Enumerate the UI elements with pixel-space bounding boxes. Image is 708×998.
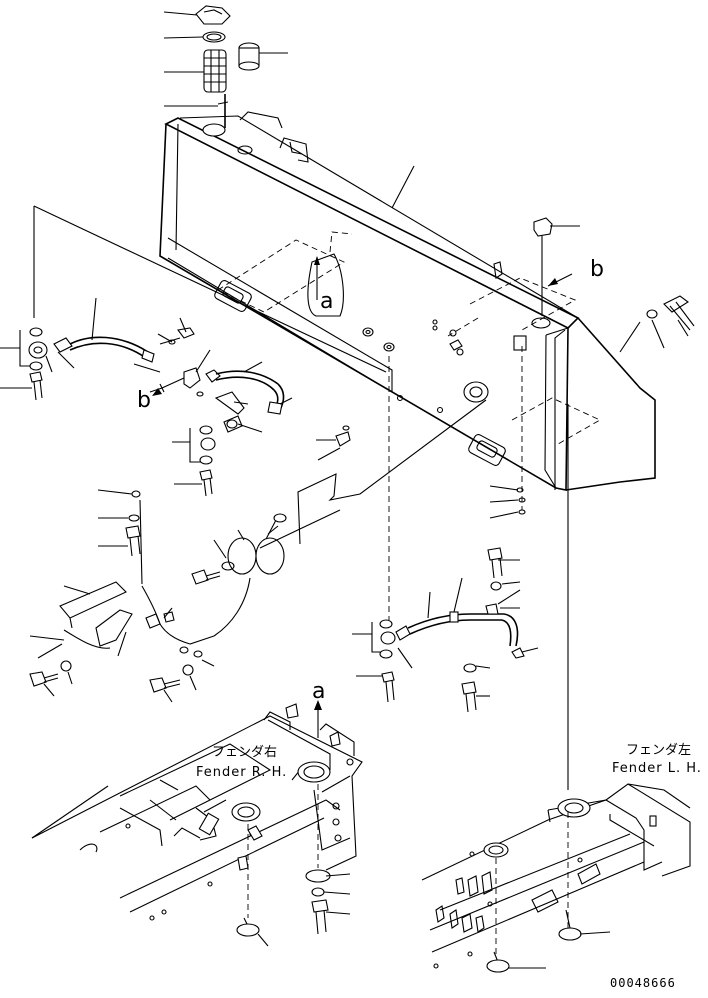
- fender-rh: [31, 703, 363, 921]
- bolt-lower-left: [29, 660, 72, 687]
- fender-rh-bolts: [236, 869, 331, 937]
- return-hose-fittings: [362, 327, 395, 352]
- sensor-bracket: [125, 490, 143, 585]
- bolt-left: [29, 371, 43, 401]
- sensor-cover: [59, 581, 133, 647]
- reference-line: [33, 205, 387, 373]
- view-a-label: a: [320, 289, 333, 314]
- elbow-fitting: [214, 391, 245, 433]
- bolt-right: [646, 295, 695, 331]
- fuel-cap: [195, 5, 231, 25]
- view-a-lower-label: a: [312, 679, 325, 704]
- drawing-number: 00048666: [610, 976, 676, 990]
- fender-rh-jp-label: フェンダ右: [212, 745, 277, 760]
- clamp-group: [189, 425, 216, 465]
- fitting-cluster: [159, 327, 221, 397]
- bolt-lower-mid: [149, 664, 194, 693]
- tank-plug: [533, 217, 553, 237]
- center-hose: [215, 370, 285, 415]
- view-b-left-label: b: [137, 388, 151, 413]
- strainer: [203, 49, 227, 93]
- right-bolt-group: [461, 547, 525, 713]
- small-fittings: [335, 425, 526, 515]
- fender-lh: [421, 783, 691, 969]
- left-hose: [53, 336, 155, 363]
- leader-line: [391, 165, 415, 209]
- bolt-mid: [199, 469, 213, 497]
- fuel-tank: [159, 111, 656, 491]
- fender-lh-en-label: Fender L. H.: [612, 761, 702, 776]
- breather: [238, 42, 260, 71]
- fender-lh-bolts: [486, 909, 582, 973]
- leader-line: [163, 11, 198, 16]
- view-b-label: b: [590, 257, 604, 282]
- fender-rh-en-label: Fender R. H.: [196, 765, 287, 780]
- left-bracket: [19, 327, 48, 371]
- level-gauge-rod: [217, 94, 229, 128]
- fender-lh-jp-label: フェンダ左: [626, 743, 691, 758]
- sensor-bolt: [191, 561, 235, 585]
- return-hose: [371, 603, 519, 703]
